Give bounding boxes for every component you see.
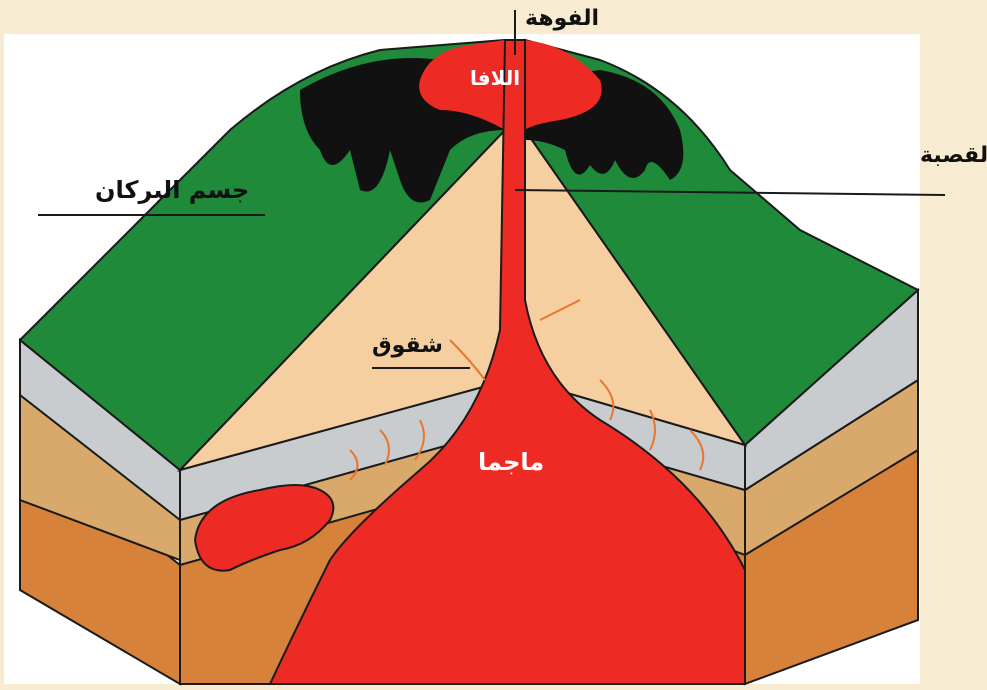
crater-label: الفوهة [525,8,599,30]
magma-label: ماجما [478,450,544,474]
lava-label: اللافا [470,68,520,88]
volcano-body-label: جسم البركان [95,178,249,202]
fissures-label: شقوق [372,335,443,357]
